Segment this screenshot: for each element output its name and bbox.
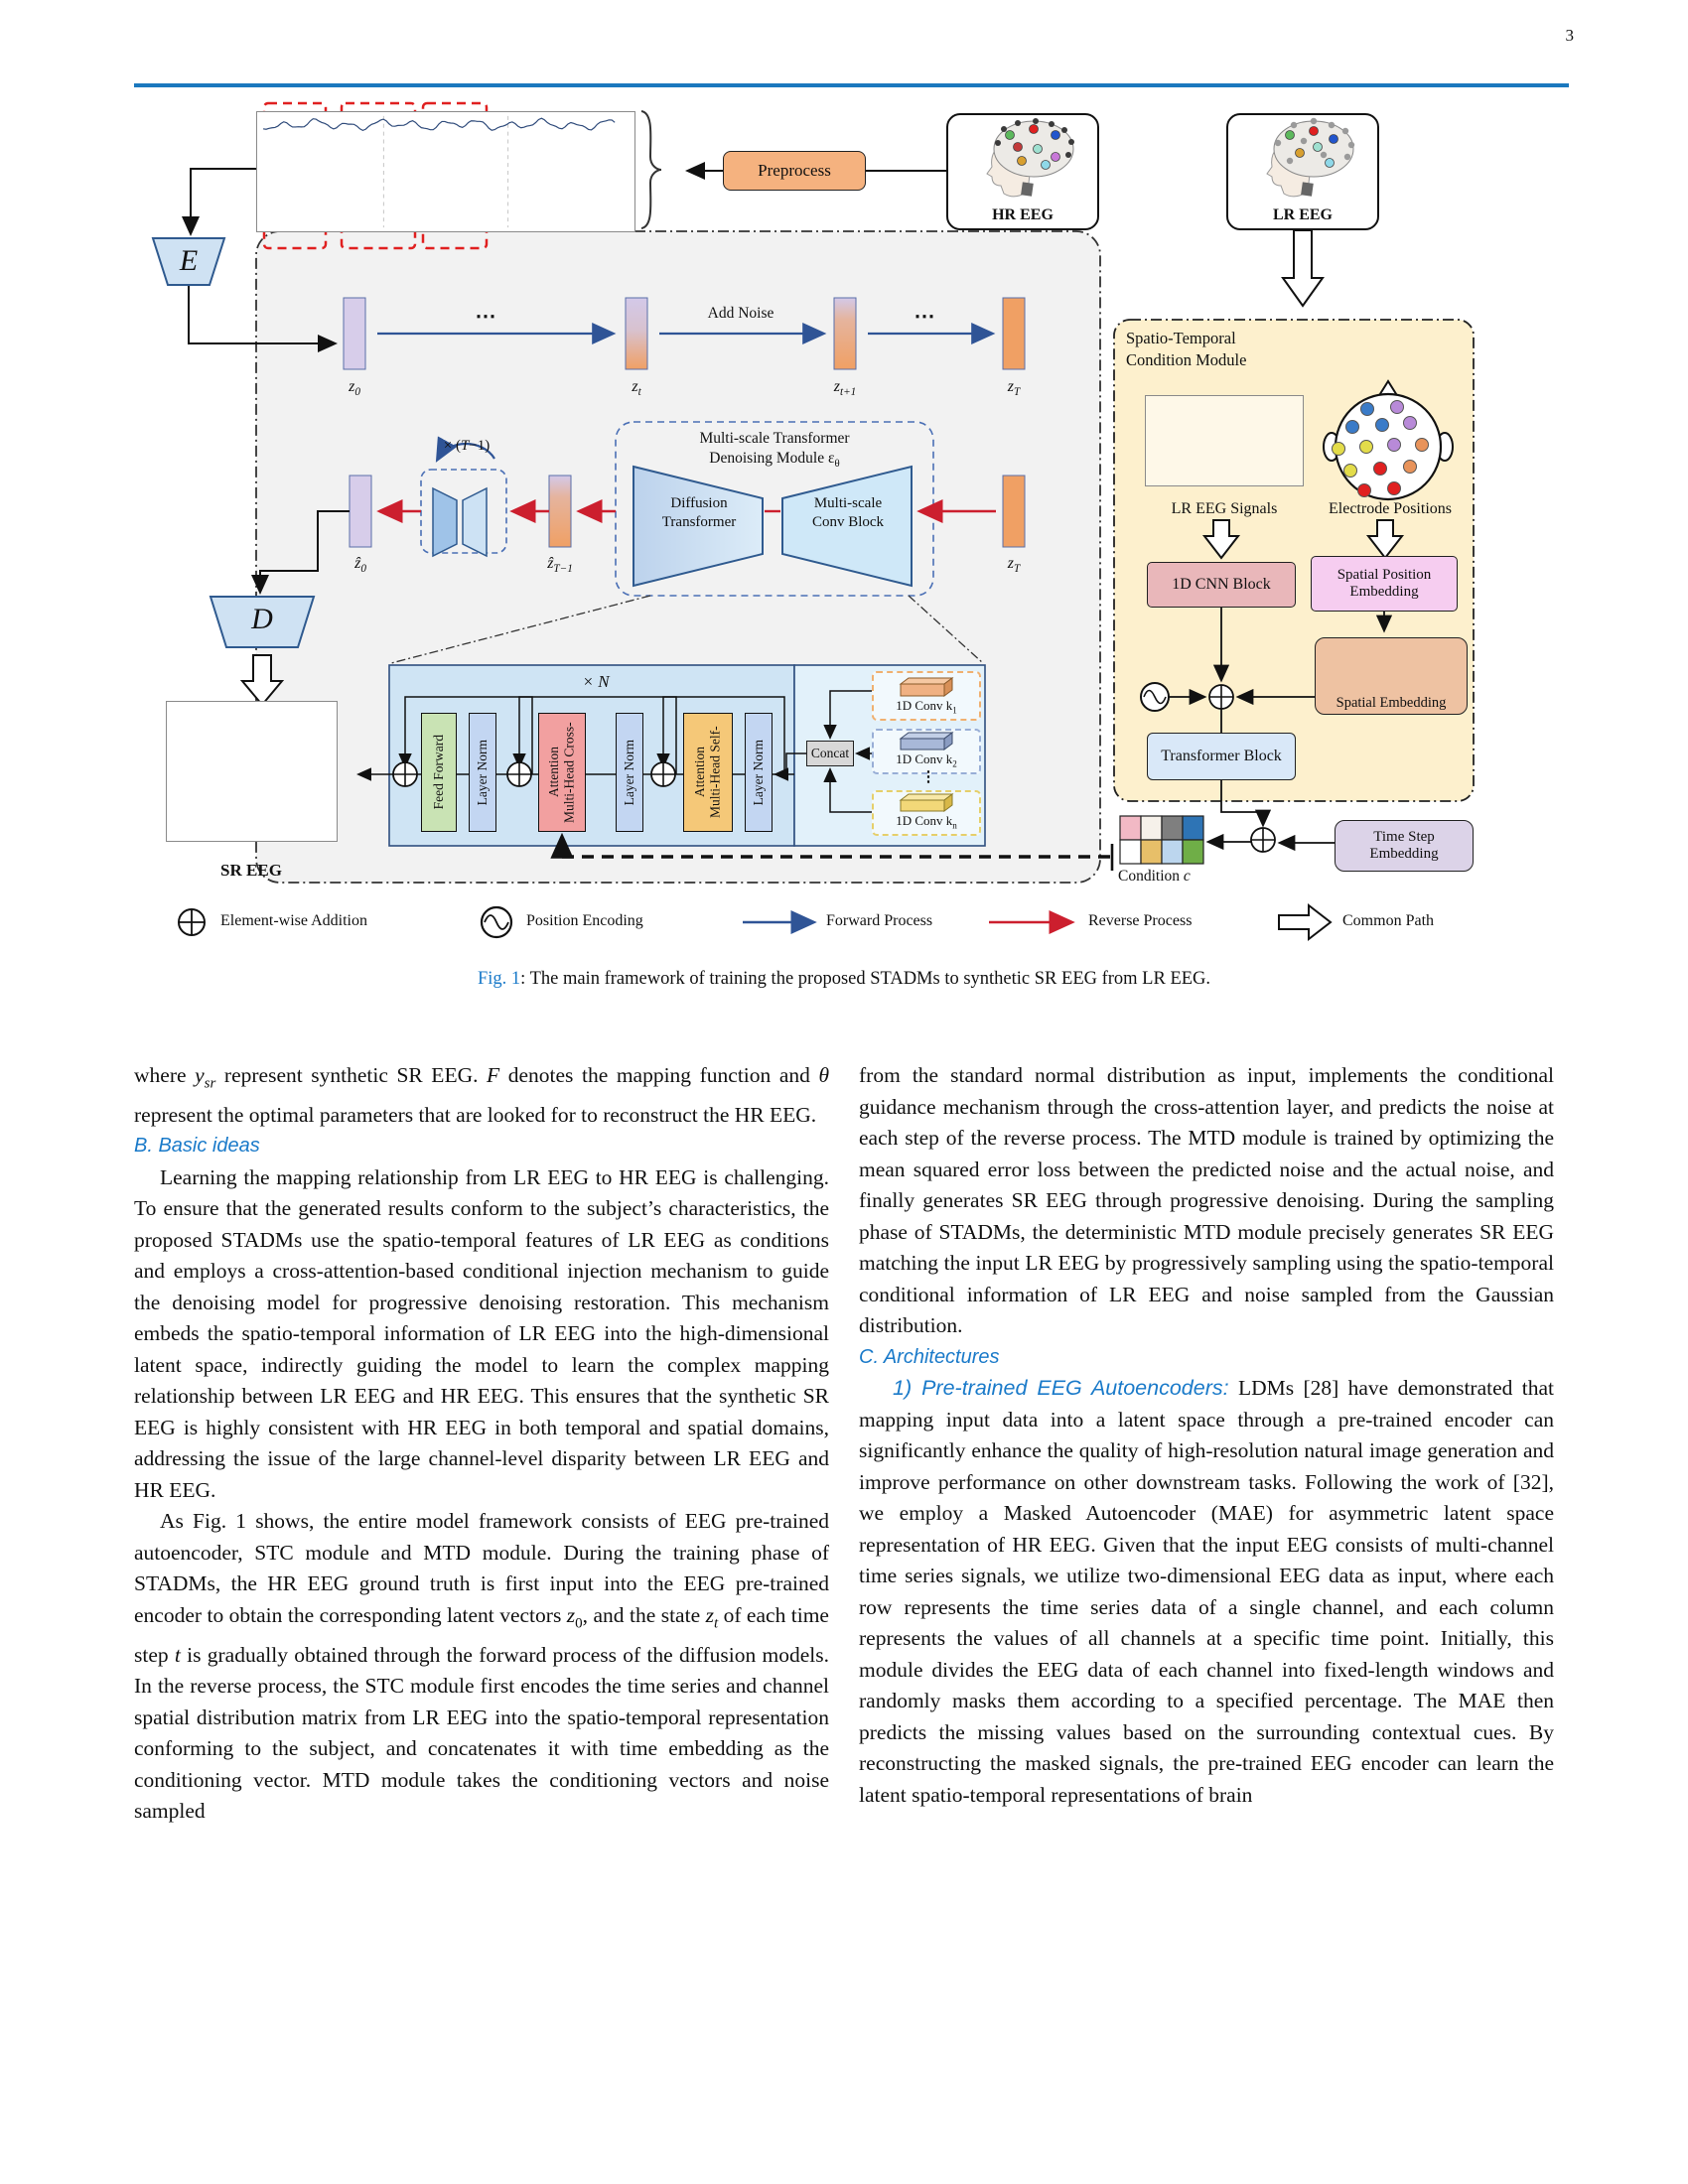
lr-head-illustration — [1266, 117, 1355, 198]
conv-kn-label: 1D Conv kn — [896, 813, 957, 831]
legend-common-path: Common Path — [1342, 912, 1435, 929]
encoder-trapezoid — [151, 237, 226, 286]
sr-eeg-signal-window — [166, 701, 338, 842]
decoder-trapezoid — [209, 596, 316, 648]
conv-block-trapezoid — [781, 465, 913, 588]
diffusion-transformer-trapezoid — [633, 465, 764, 588]
paragraph-mtd: from the standard normal distribution as… — [859, 1063, 1554, 1337]
hr-eeg-label: HR EEG — [992, 206, 1054, 223]
section-heading-b: B. Basic ideas — [134, 1135, 260, 1158]
conv-k2-label: 1D Conv k2 — [896, 751, 957, 769]
hr-eeg-card: HR EEG — [946, 113, 1099, 230]
page-number: 3 — [1565, 26, 1575, 45]
legend-position-encoding: Position Encoding — [526, 912, 643, 929]
left-column: where ysr represent synthetic SR EEG. F … — [134, 1060, 829, 1828]
decoder-output-arrow — [239, 654, 285, 707]
lr-to-stc-arrow — [1281, 229, 1325, 308]
forward-dots-1: ⋯ — [475, 304, 498, 328]
concat-box: Concat — [806, 741, 854, 766]
reverse-diffusion-row — [251, 421, 1026, 597]
feed-forward-block: Feed Forward — [421, 713, 457, 832]
multi-head-self-attention-block: Multi-Head Self-Attention — [683, 713, 733, 832]
lr-eeg-signals-label: LR EEG Signals — [1171, 500, 1278, 517]
loop-count-label: × (T−1) — [443, 438, 491, 454]
multi-head-cross-attention-block: Multi-Head Cross-Attention — [538, 713, 586, 832]
layer-norm-block-2: Layer Norm — [616, 713, 643, 832]
layer-norm-block-1: Layer Norm — [469, 713, 496, 832]
cnn-block-box: 1D CNN Block — [1147, 562, 1296, 608]
condition-feed — [550, 832, 1114, 871]
electrode-positions-label: Electrode Positions — [1329, 500, 1452, 517]
paragraph-basic-ideas-2: As Fig. 1 shows, the entire model framew… — [134, 1509, 829, 1824]
lr-eeg-signal-window — [1145, 395, 1304, 486]
hr-head-illustration — [986, 118, 1074, 198]
header-rule — [134, 83, 1569, 87]
figure-caption: Fig. 1: The main framework of training t… — [477, 969, 1211, 989]
zoom-connectors — [390, 595, 984, 664]
conv-k1-box: 1D Conv k1 — [872, 671, 981, 721]
legend-forward-process: Forward Process — [826, 912, 933, 929]
position-encoding-legend-icon — [480, 905, 513, 939]
hr-eeg-signal-window — [256, 111, 635, 232]
forward-dots-2: ⋯ — [914, 304, 937, 328]
decoder-label: D — [251, 603, 273, 635]
input-to-encoder-lines — [182, 168, 338, 352]
figure-caption-number: Fig. 1 — [477, 969, 521, 989]
brace — [640, 110, 662, 229]
transformer-block-box: Transformer Block — [1147, 733, 1296, 780]
spatial-embedding-label: Spatial Embedding — [1336, 695, 1447, 711]
times-n-label: × N — [582, 672, 610, 691]
subsubsection-heading-1: 1) Pre-trained EEG Autoencoders: — [893, 1376, 1229, 1400]
section-heading-c: C. Architectures — [859, 1345, 1000, 1368]
element-wise-add-icons — [392, 761, 676, 787]
zT-label: zT — [1007, 378, 1021, 399]
denoising-module-title-2: Denoising Module εθ — [709, 450, 840, 471]
spatial-embedding-box: Spatial Embedding — [1315, 637, 1468, 715]
conv-kn-box: 1D Conv kn — [872, 790, 981, 836]
common-path-arrow — [1278, 902, 1333, 942]
conv-k1-label: 1D Conv k1 — [896, 698, 957, 716]
conv-k2-bar — [899, 732, 954, 751]
denoising-module-title-1: Multi-scale Transformer — [699, 430, 850, 447]
conv-k2-box: 1D Conv k2 — [872, 729, 981, 774]
lr-eeg-card: LR EEG — [1226, 113, 1379, 230]
lr-eeg-label: LR EEG — [1272, 206, 1333, 223]
add-noise-label: Add Noise — [707, 305, 774, 322]
zT-reverse-label: zT — [1007, 555, 1021, 576]
zhatT1-label: ẑT−1 — [547, 555, 573, 576]
preprocess-box: Preprocess — [723, 151, 866, 191]
zhat0-label: ẑ0 — [354, 555, 366, 576]
legend-element-wise-addition: Element-wise Addition — [220, 912, 367, 929]
conv-kn-bar — [899, 793, 954, 813]
element-wise-addition-icon — [178, 908, 206, 936]
right-column: from the standard normal distribution as… — [859, 1060, 1554, 1811]
layer-norm-block-3: Layer Norm — [745, 713, 773, 832]
legend-reverse-process: Reverse Process — [1088, 912, 1193, 929]
eeg-waveform — [262, 117, 616, 132]
z0-label: z0 — [349, 378, 360, 399]
position-encoding-icon — [1140, 682, 1170, 712]
stc-internals — [1119, 379, 1454, 865]
encoder-label: E — [179, 244, 199, 277]
zt1-label: zt+1 — [833, 378, 857, 399]
condition-c-label: Condition c — [1118, 868, 1191, 885]
conv-k1-bar — [899, 677, 954, 698]
paragraph-basic-ideas-1: Learning the mapping relationship from L… — [134, 1164, 829, 1502]
zt-label: zt — [632, 378, 641, 399]
conv-vdots: ⋮ — [920, 769, 936, 785]
sr-eeg-label: SR EEG — [220, 861, 282, 880]
paragraph-where: where ysr represent synthetic SR EEG. F … — [134, 1063, 829, 1127]
paragraph-autoencoders: 1) Pre-trained EEG Autoencoders: LDMs [2… — [859, 1376, 1554, 1807]
condition-grid — [1119, 815, 1204, 865]
forward-diffusion-row — [343, 297, 1026, 370]
legend-icons — [178, 902, 1333, 942]
